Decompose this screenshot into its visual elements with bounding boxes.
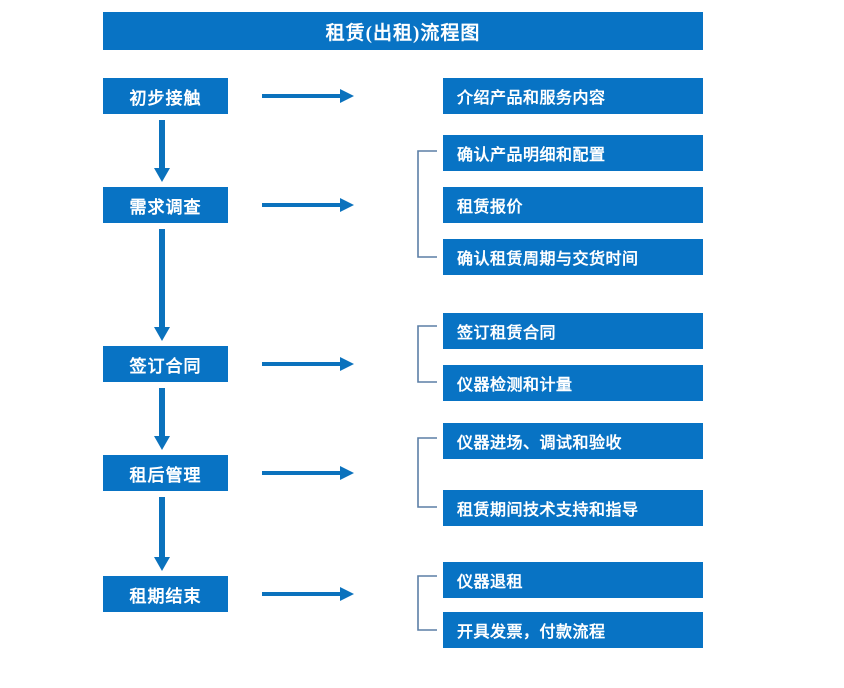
arrow-right-4 <box>262 465 354 481</box>
stage-box-3[interactable]: 签订合同 <box>103 346 228 382</box>
detail-box-5[interactable]: 签订租赁合同 <box>443 313 703 349</box>
detail-box-8[interactable]: 租赁期间技术支持和指导 <box>443 490 703 526</box>
arrow-down-3 <box>153 388 171 450</box>
stage-box-2[interactable]: 需求调查 <box>103 187 228 223</box>
page-title: 租赁(出租)流程图 <box>103 12 703 50</box>
stage-box-1[interactable]: 初步接触 <box>103 78 228 114</box>
detail-box-4[interactable]: 确认租赁周期与交货时间 <box>443 239 703 275</box>
detail-box-3[interactable]: 租赁报价 <box>443 187 703 223</box>
arrow-right-5 <box>262 586 354 602</box>
detail-box-7[interactable]: 仪器进场、调试和验收 <box>443 423 703 459</box>
group-bracket-3 <box>416 325 438 383</box>
stage-box-4[interactable]: 租后管理 <box>103 455 228 491</box>
group-bracket-5 <box>416 575 438 631</box>
arrow-right-3 <box>262 356 354 372</box>
arrow-down-1 <box>153 120 171 182</box>
detail-box-6[interactable]: 仪器检测和计量 <box>443 365 703 401</box>
stage-box-5[interactable]: 租期结束 <box>103 576 228 612</box>
group-bracket-4 <box>416 437 438 508</box>
detail-box-1[interactable]: 介绍产品和服务内容 <box>443 78 703 114</box>
arrow-right-2 <box>262 197 354 213</box>
detail-box-2[interactable]: 确认产品明细和配置 <box>443 135 703 171</box>
detail-box-9[interactable]: 仪器退租 <box>443 562 703 598</box>
arrow-down-4 <box>153 497 171 571</box>
detail-box-10[interactable]: 开具发票，付款流程 <box>443 612 703 648</box>
arrow-right-1 <box>262 88 354 104</box>
group-bracket-2 <box>416 150 438 258</box>
arrow-down-2 <box>153 229 171 341</box>
